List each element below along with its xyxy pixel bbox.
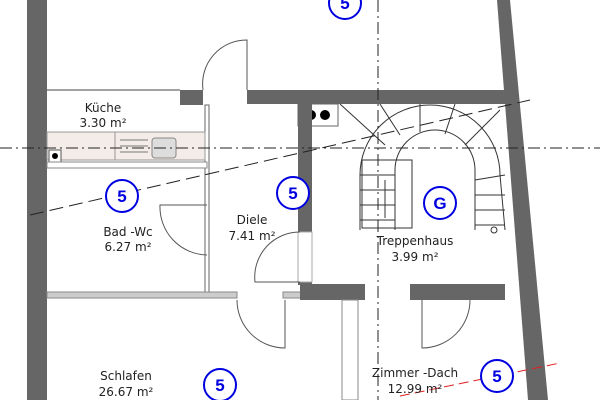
right-outer-wall: [497, 0, 548, 400]
marker-circle: [203, 368, 237, 400]
room-area-treppenhaus: 3.99 m²: [391, 250, 438, 264]
room-area-schlafen: 26.67 m²: [99, 385, 154, 399]
doors: [159, 39, 471, 349]
room-name-bad: Bad -Wc: [103, 225, 152, 239]
marker-label: 5: [492, 367, 501, 386]
room-name-zimmer-dach: Zimmer -Dach: [372, 366, 458, 380]
marker-circle: [105, 179, 139, 213]
marker-circle: [276, 176, 310, 210]
red-section-line: [399, 362, 561, 397]
marker-circle: [328, 0, 362, 20]
marker-circle: [480, 359, 514, 393]
room-name-schlafen: Schlafen: [100, 369, 152, 383]
kitchen-counter: [46, 131, 206, 163]
marker-label: G: [433, 194, 446, 213]
room-area-zimmer-dach: 12.99 m²: [388, 382, 443, 396]
room-area-bad: 6.27 m²: [104, 240, 151, 254]
upper-wall: [47, 89, 512, 296]
lower-wall: [46, 284, 505, 400]
room-name-treppenhaus: Treppenhaus: [376, 234, 454, 248]
marker-circle: [423, 186, 457, 220]
room-area-diele: 7.41 m²: [228, 229, 275, 243]
left-outer-wall: [27, 0, 47, 400]
kitchen-bad-wall: [46, 161, 208, 169]
room-name-diele: Diele: [237, 213, 268, 227]
room-name-kueche: Küche: [85, 101, 121, 115]
marker-label: 5: [117, 187, 126, 206]
marker-label: 5: [340, 0, 349, 13]
marker-label: 5: [288, 184, 297, 203]
room-area-kueche: 3.30 m²: [79, 116, 126, 130]
marker-label: 5: [215, 376, 224, 395]
